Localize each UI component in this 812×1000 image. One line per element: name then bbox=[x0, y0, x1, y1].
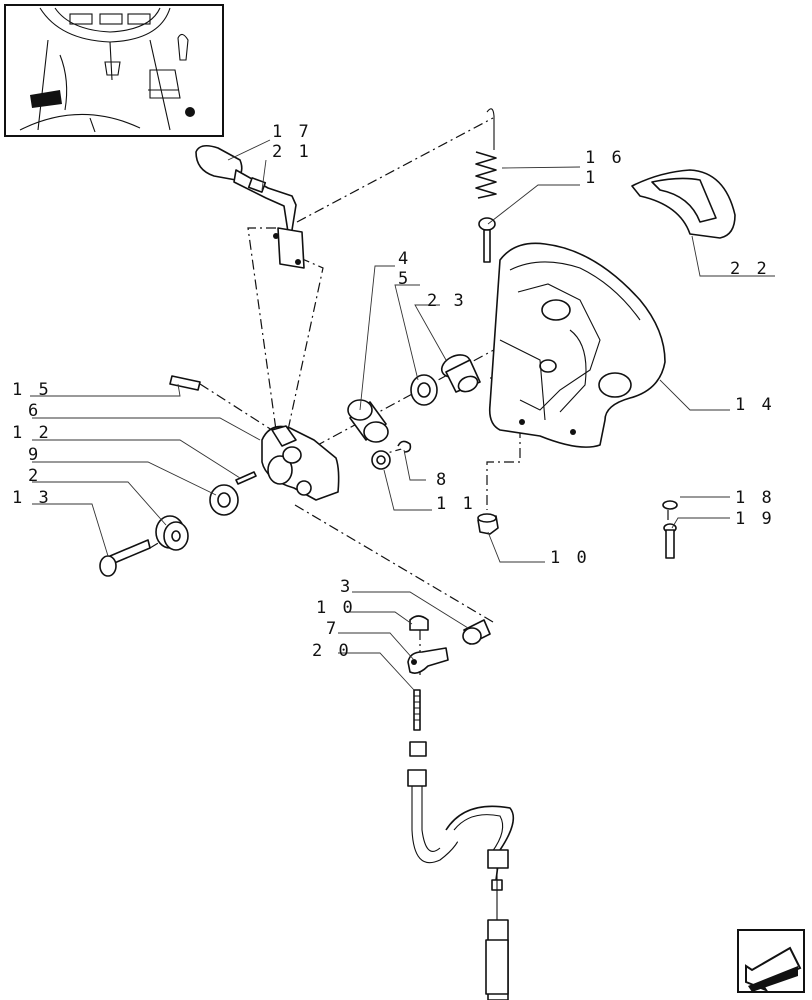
bolt-with-washer bbox=[662, 500, 678, 559]
callout-5: 5 bbox=[398, 269, 411, 289]
callout-3: 3 bbox=[340, 577, 353, 597]
callout-leader-lines bbox=[30, 139, 775, 691]
callout-2: 2 bbox=[28, 466, 41, 486]
callout-labels: 1 7 2 1 1 6 1 2 2 4 5 2 3 1 4 1 5 6 1 2 … bbox=[12, 122, 775, 661]
tractor-cab-location-icon bbox=[4, 4, 224, 137]
callout-1: 1 bbox=[585, 168, 598, 188]
spring-pin bbox=[169, 375, 201, 391]
flat-washer-5 bbox=[410, 374, 438, 406]
next-page-arrow-icon[interactable] bbox=[737, 929, 805, 993]
lever-gate-cover bbox=[631, 169, 736, 239]
callout-17: 1 7 bbox=[272, 122, 312, 142]
callout-7: 7 bbox=[326, 619, 339, 639]
callout-8: 8 bbox=[436, 470, 449, 490]
flat-washer-9 bbox=[209, 484, 239, 516]
callout-12: 1 2 bbox=[12, 423, 52, 443]
nut-10 bbox=[477, 513, 499, 535]
callout-19: 1 9 bbox=[735, 509, 775, 529]
flat-washer-11 bbox=[371, 450, 391, 470]
hex-bolt bbox=[99, 539, 151, 577]
cable-clevis bbox=[462, 619, 491, 645]
nut-10-lower bbox=[409, 615, 429, 631]
callout-10-upper: 1 0 bbox=[550, 548, 590, 568]
callout-10-lower: 1 0 bbox=[316, 598, 356, 618]
callout-20: 2 0 bbox=[312, 641, 352, 661]
callout-18: 1 8 bbox=[735, 488, 775, 508]
control-cable bbox=[407, 689, 515, 1000]
callout-22: 2 2 bbox=[730, 259, 770, 279]
callout-9: 9 bbox=[28, 445, 41, 465]
callout-11: 1 1 bbox=[436, 494, 476, 514]
callout-15: 1 5 bbox=[12, 380, 52, 400]
callout-23: 2 3 bbox=[427, 291, 467, 311]
callout-6: 6 bbox=[28, 401, 41, 421]
thick-washer bbox=[155, 515, 189, 551]
lever-support-bracket bbox=[488, 242, 666, 448]
callout-13: 1 3 bbox=[12, 488, 52, 508]
eye-bolt bbox=[478, 217, 496, 263]
callout-16: 1 6 bbox=[585, 148, 625, 168]
small-pin bbox=[235, 471, 257, 485]
callout-14: 1 4 bbox=[735, 395, 775, 415]
circlip bbox=[397, 440, 412, 453]
spacer-sleeve bbox=[347, 399, 389, 443]
callout-21: 2 1 bbox=[272, 142, 312, 162]
callout-4: 4 bbox=[398, 249, 411, 269]
return-spring bbox=[475, 108, 497, 199]
gear-lever-with-knob bbox=[195, 144, 305, 269]
ball-joint bbox=[407, 647, 449, 674]
flanged-bushing bbox=[440, 354, 481, 393]
pivot-block bbox=[261, 425, 340, 501]
